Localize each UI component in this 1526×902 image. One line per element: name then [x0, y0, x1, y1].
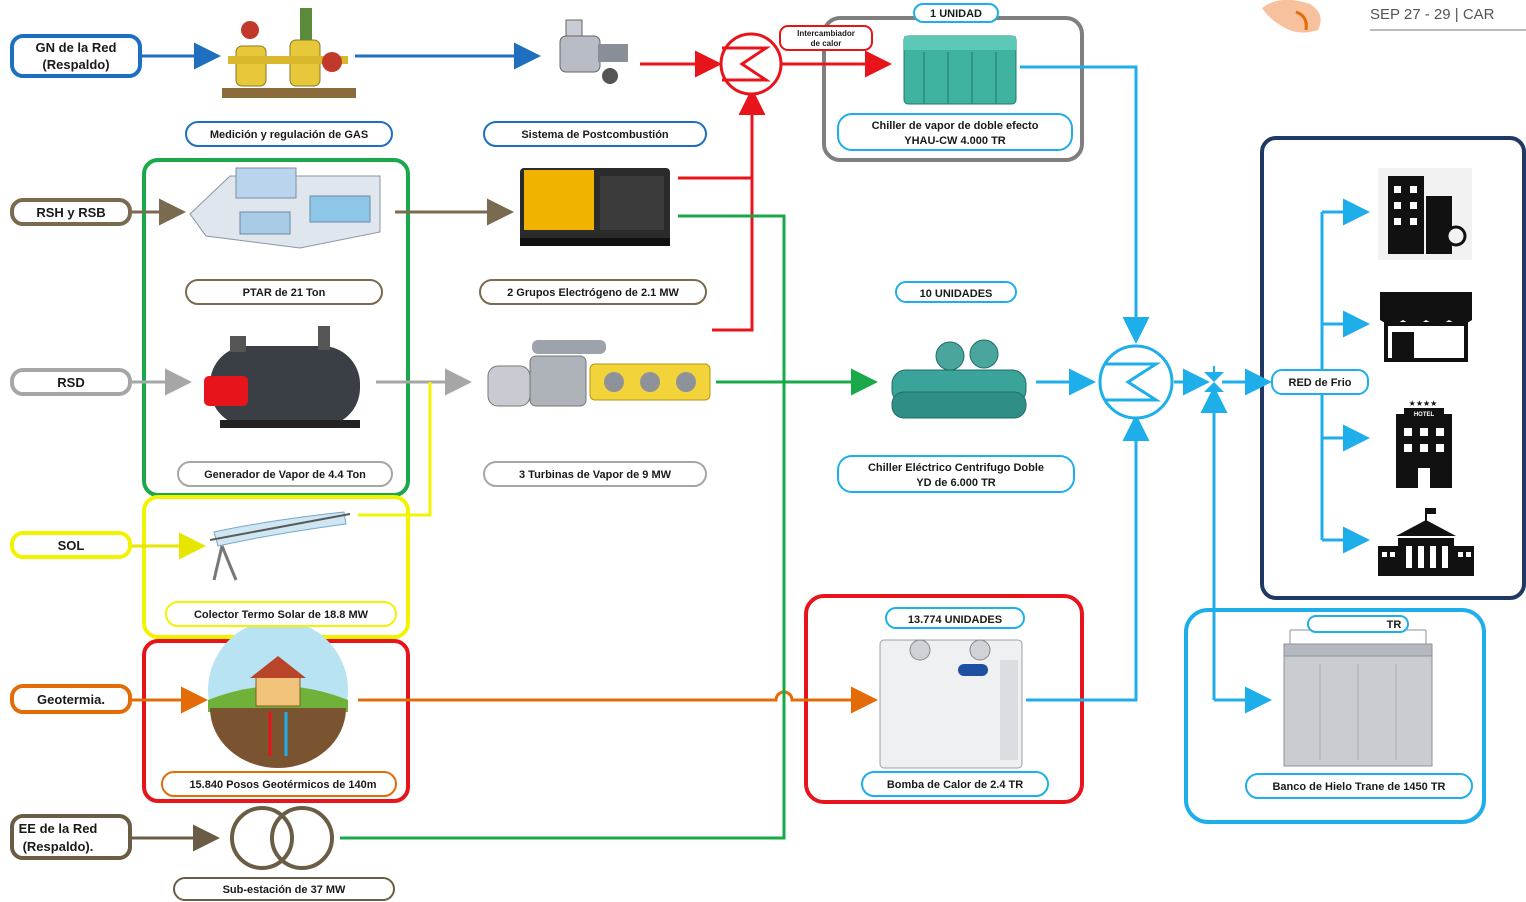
source-rsh: RSH y RSB	[10, 198, 132, 226]
svg-text:RSH y RSB: RSH y RSB	[36, 205, 105, 220]
chilled-water-exchanger-icon	[1098, 344, 1174, 420]
gas-meter-icon	[222, 8, 356, 98]
source-ee: EE de la Red (Respaldo).	[10, 814, 132, 860]
valve-icon	[1204, 366, 1224, 392]
label-cold-network: RED de Frio	[1271, 369, 1369, 395]
svg-text:★★★★: ★★★★	[1409, 399, 1438, 408]
svg-text:Sub-estación de 37 MW: Sub-estación de 37 MW	[223, 884, 346, 896]
label-gas-meter: Medición y regulación de GAS	[185, 121, 393, 147]
label-heat-pump: Bomba de Calor de 2.4 TR	[861, 771, 1049, 797]
source-gn: GN de la Red (Respaldo)	[10, 34, 142, 78]
label-elec-chiller: Chiller Eléctrico Centrifugo Doble YD de…	[837, 455, 1075, 493]
label-boiler: Generador de Vapor de 4.4 Ton	[177, 461, 393, 487]
svg-text:3 Turbinas de Vapor de 9 MW: 3 Turbinas de Vapor de 9 MW	[519, 469, 672, 481]
burner-icon	[559, 19, 628, 84]
svg-text:2 Grupos Electrógeno de 2.1 MW: 2 Grupos Electrógeno de 2.1 MW	[507, 287, 679, 299]
centrifugal-chiller-icon	[891, 339, 1027, 419]
header-logo	[1262, 0, 1321, 33]
absorption-chiller-icon	[903, 35, 1017, 105]
cooling-tower-icon	[1283, 629, 1433, 767]
svg-text:YD de 6.000 TR: YD de 6.000 TR	[916, 477, 996, 489]
generator-icon	[520, 168, 670, 246]
boiler-icon	[204, 326, 360, 428]
cold-network-group-box	[1260, 136, 1526, 600]
ice-bank-group-box	[1184, 608, 1486, 824]
svg-text:(Respaldo): (Respaldo)	[42, 57, 109, 72]
svg-text:YHAU-CW 4.000 TR: YHAU-CW 4.000 TR	[904, 135, 1006, 147]
source-rsd: RSD	[10, 368, 132, 396]
svg-text:Bomba de Calor de 2.4 TR: Bomba de Calor de 2.4 TR	[887, 779, 1023, 791]
svg-text:Banco de Hielo Trane de 1450 T: Banco de Hielo Trane de 1450 TR	[1272, 781, 1445, 793]
solar-collector-icon	[209, 511, 351, 581]
source-geo: Geotermia.	[10, 684, 132, 714]
label-geo-wells: 15.840 Posos Geotérmicos de 140m	[161, 771, 397, 797]
store-icon	[1378, 288, 1474, 366]
hotel-icon: ★★★★ HOTEL	[1382, 394, 1466, 490]
ptar-plant-icon	[189, 167, 381, 249]
label-steam-chiller: Chiller de vapor de doble efecto YHAU-CW…	[837, 113, 1073, 151]
svg-text:15.840 Posos Geotérmicos de 14: 15.840 Posos Geotérmicos de 140m	[189, 779, 376, 791]
solar-to-steam-line	[358, 382, 432, 517]
svg-text:SOL: SOL	[58, 538, 85, 553]
label-ten-units: 10 UNIDADES	[895, 281, 1017, 303]
label-ptar: PTAR de 21 Ton	[185, 279, 383, 305]
svg-text:(Respaldo).: (Respaldo).	[23, 839, 94, 854]
heat-exchanger-icon	[719, 32, 783, 96]
svg-text:Generador de Vapor de 4.4 Ton: Generador de Vapor de 4.4 Ton	[204, 469, 366, 481]
turbine-icon	[487, 340, 711, 407]
heat-exchanger-label: Intercambiador de calor	[779, 25, 873, 51]
transformer-icon	[230, 806, 334, 870]
label-postcombustion: Sistema de Postcombustión	[483, 121, 707, 147]
svg-text:Sistema de Postcombustión: Sistema de Postcombustión	[521, 129, 669, 141]
svg-text:de calor: de calor	[811, 39, 842, 48]
heatpump-to-hx-line	[1026, 414, 1150, 702]
label-one-unit: 1 UNIDAD	[913, 3, 999, 23]
office-building-icon	[1378, 168, 1472, 260]
electric-bus-line	[340, 214, 786, 840]
svg-text:RED de Frio: RED de Frio	[1289, 377, 1352, 389]
svg-text:Colector Termo Solar de 18.8 M: Colector Termo Solar de 18.8 MW	[194, 609, 369, 621]
label-ice-bank: Banco de Hielo Trane de 1450 TR	[1245, 773, 1473, 799]
header-date: SEP 27 - 29 | CAR	[1370, 6, 1495, 23]
svg-text:EE de la Red: EE de la Red	[19, 821, 98, 836]
school-icon	[1374, 508, 1476, 578]
steam-chiller-to-hx-line	[1020, 65, 1150, 344]
svg-text:10 UNIDADES: 10 UNIDADES	[920, 288, 993, 300]
hotel-sign-text: HOTEL	[1414, 412, 1435, 418]
label-solar: Colector Termo Solar de 18.8 MW	[165, 601, 397, 627]
geo-to-heatpump-line	[358, 686, 878, 714]
heat-pump-icon	[879, 639, 1023, 769]
label-generators: 2 Grupos Electrógeno de 2.1 MW	[479, 279, 707, 305]
label-substation: Sub-estación de 37 MW	[173, 877, 395, 901]
label-turbines: 3 Turbinas de Vapor de 9 MW	[483, 461, 707, 487]
geothermal-house-icon	[208, 620, 348, 768]
svg-text:RSD: RSD	[57, 375, 84, 390]
source-sol: SOL	[10, 531, 132, 559]
svg-text:Chiller Eléctrico Centrifugo D: Chiller Eléctrico Centrifugo Doble	[868, 462, 1044, 474]
label-hp-units: 13.774 UNIDADES	[885, 607, 1025, 629]
label-tr: TR	[1307, 615, 1409, 633]
svg-text:Intercambiador: Intercambiador	[797, 29, 855, 38]
svg-text:TR: TR	[1387, 619, 1402, 631]
svg-text:Medición y regulación de GAS: Medición y regulación de GAS	[210, 129, 368, 141]
svg-text:PTAR de 21 Ton: PTAR de 21 Ton	[243, 287, 326, 299]
svg-text:Geotermia.: Geotermia.	[37, 692, 105, 707]
svg-text:Chiller de vapor de doble efec: Chiller de vapor de doble efecto	[872, 120, 1039, 132]
svg-text:1 UNIDAD: 1 UNIDAD	[930, 8, 982, 20]
svg-text:GN de la Red: GN de la Red	[36, 40, 117, 55]
svg-text:13.774 UNIDADES: 13.774 UNIDADES	[908, 614, 1002, 626]
turbine-heat-line	[712, 178, 754, 332]
